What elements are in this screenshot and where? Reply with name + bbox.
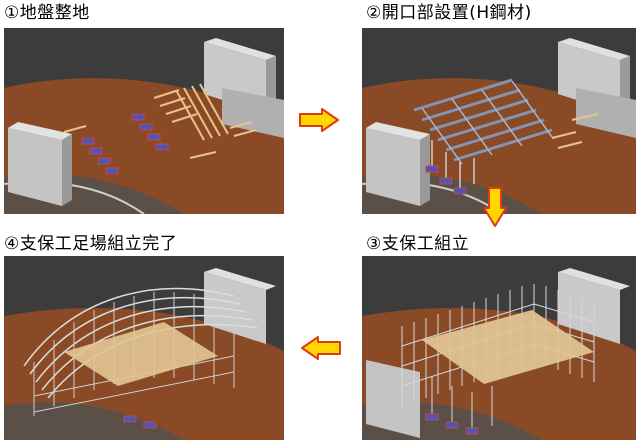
step-1-caption: ①地盤整地 — [4, 3, 90, 23]
step-1-render — [4, 28, 284, 214]
step-4-title: 支保工足場組立完了 — [19, 234, 178, 254]
arrow-right-icon — [299, 108, 339, 132]
step-3-title: 支保工組立 — [381, 234, 470, 254]
arrow-left-icon — [301, 336, 341, 360]
step-1-number: ① — [4, 3, 20, 23]
step-4-render — [4, 256, 284, 440]
step-2-render — [362, 28, 636, 214]
arrow-down-icon — [483, 187, 507, 227]
step-2-title: 開口部設置(H鋼材) — [381, 3, 532, 23]
step-1-title: 地盤整地 — [19, 3, 90, 23]
step-2-caption: ②開口部設置(H鋼材) — [366, 3, 532, 23]
step-4-caption: ④支保工足場組立完了 — [4, 234, 177, 254]
step-2-number: ② — [366, 3, 382, 23]
step-3-caption: ③支保工組立 — [366, 234, 469, 254]
step-3-render — [362, 256, 636, 440]
step-4-number: ④ — [4, 234, 20, 254]
step-3-number: ③ — [366, 234, 382, 254]
